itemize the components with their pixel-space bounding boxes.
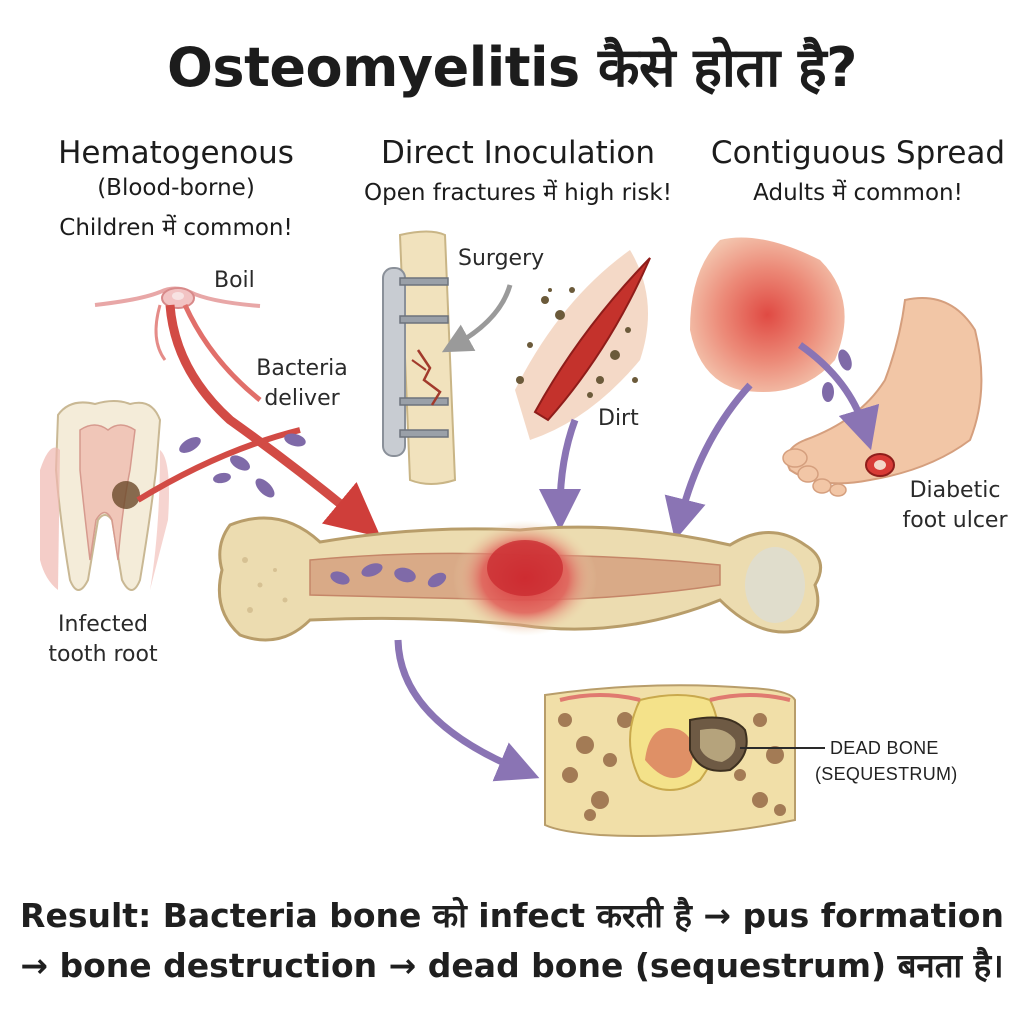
sequestrum-cross-section	[544, 684, 825, 837]
surgery-label: Surgery	[458, 246, 545, 271]
diabetic-label-line1: Diabetic	[909, 478, 1001, 503]
bacteria-label-line1: Bacteria	[256, 356, 348, 381]
direct-inoculation-note: Open fractures में high risk!	[364, 180, 672, 206]
contiguous-spread-note: Adults में common!	[753, 180, 963, 206]
long-bone-illustration	[217, 516, 823, 642]
hematogenous-heading: Hematogenous	[58, 135, 294, 171]
bone-plate-illustration	[382, 230, 513, 485]
bacteria-cluster-right	[822, 349, 852, 402]
hematogenous-note: Children में common!	[59, 215, 293, 241]
tooth-label-line2: tooth root	[48, 642, 158, 667]
direct-inoculation-heading: Direct Inoculation	[380, 135, 656, 171]
boil-illustration	[94, 286, 381, 538]
result-line-2: → bone destruction → dead bone (sequestr…	[20, 946, 1004, 985]
dead-bone-label-line2: (SEQUESTRUM)	[815, 764, 958, 784]
result-line-1: Result: Bacteria bone को infect करती है …	[20, 896, 1004, 935]
skin-infection-illustration	[690, 237, 845, 392]
dead-bone-label-line1: DEAD BONE	[830, 738, 939, 758]
boil-label: Boil	[214, 268, 255, 293]
diabetic-foot-illustration	[782, 297, 983, 497]
contiguous-spread-heading: Contiguous Spread	[710, 135, 1006, 171]
tooth-label-line1: Infected	[58, 612, 148, 637]
infected-tooth-illustration	[40, 400, 301, 591]
page-title: Osteomyelitis कैसे होता है?	[167, 36, 857, 99]
diabetic-label-line2: foot ulcer	[902, 508, 1008, 533]
hematogenous-subtitle: (Blood-borne)	[97, 175, 255, 201]
flow-arrows	[394, 342, 880, 782]
bacteria-cluster-left	[179, 433, 306, 498]
open-wound-illustration	[515, 250, 651, 440]
dirt-label: Dirt	[598, 406, 639, 431]
bacteria-label-line2: deliver	[264, 386, 340, 411]
